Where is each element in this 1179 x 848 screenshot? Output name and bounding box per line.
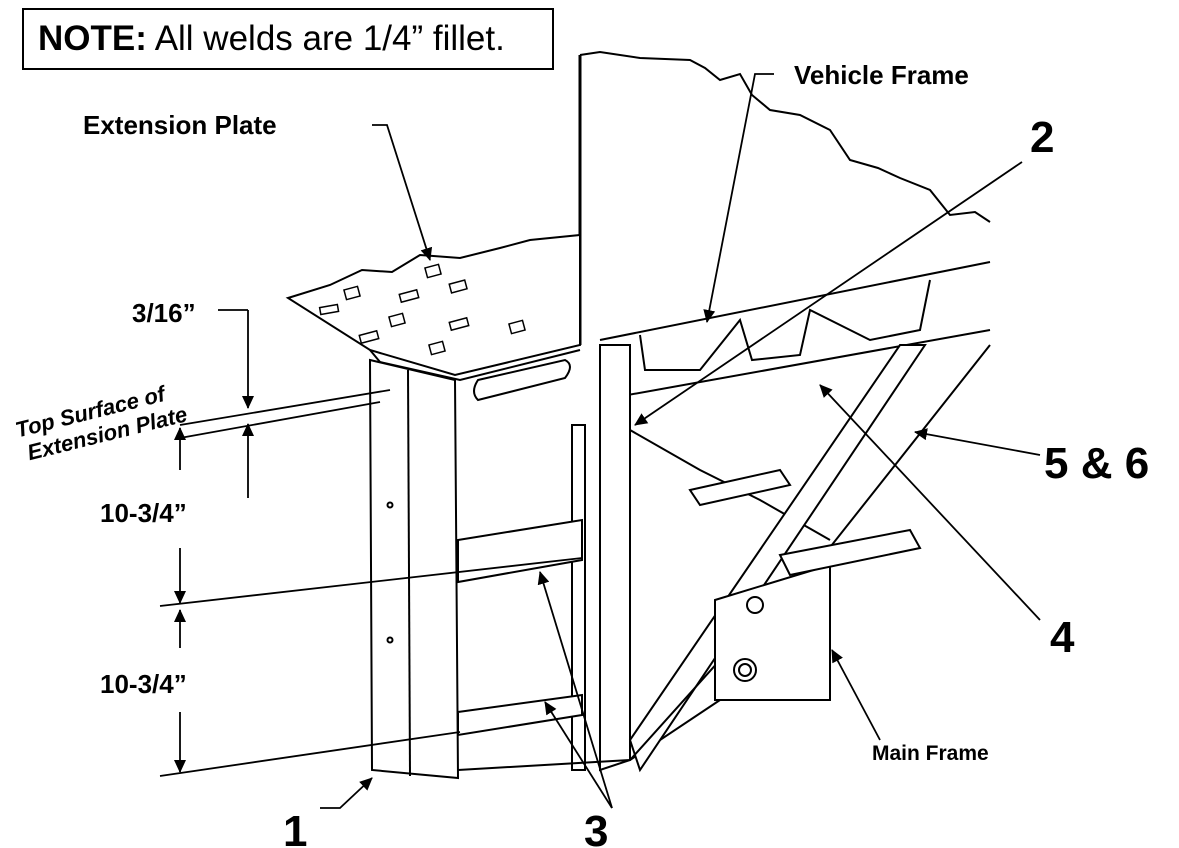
main-frame-bracket [714,563,831,701]
main-frame-flange [778,528,922,577]
top-surface-ref-line-1 [179,389,391,426]
weld-note-box: NOTE: All welds are 1/4” fillet. [22,8,554,70]
callout-1-leader [320,777,373,809]
plate-treads [318,263,526,356]
callout-2: 2 [1030,113,1054,162]
main-frame-leader [831,649,881,741]
vehicle-frame-side-line [599,261,991,341]
callout-3-leader-a [537,571,613,809]
extension-plate-leader [372,124,433,261]
callout-4-leader [819,384,1041,621]
post-bolt-hole-upper [386,501,394,509]
post-bolt-hole-lower [386,636,394,644]
top-surface-ref-line-2 [179,401,381,439]
frame-drawing [285,50,991,780]
center-vertical-post [571,424,586,771]
note-label: NOTE: [38,19,147,58]
rod [473,358,571,402]
callout-1: 1 [283,807,307,848]
extension-plate-label: Extension Plate [83,110,277,140]
dim-upper-label: 10-3/4” [100,498,187,528]
right-vertical-post [599,344,631,772]
callout-5-6-leader [914,428,1041,456]
lower-crossbar [457,693,583,737]
frame-plate-mid [688,468,792,507]
dimension-lines [159,309,583,777]
main-frame-hole [733,658,757,682]
diagonal-brace [628,344,927,773]
dim-lower-label: 10-3/4” [100,669,187,699]
main-frame-hole-inner [738,663,752,677]
vehicle-frame-outline [579,50,991,223]
vertical-post [368,358,460,780]
note-text: All welds are 1/4” fillet. [154,19,505,58]
upper-crossbar [457,518,583,584]
text-labels: Extension Plate Vehicle Frame Main Frame… [13,60,1149,848]
callout-3: 3 [584,807,608,848]
leader-lines [320,73,1041,809]
callout-3-leader-b [544,701,613,809]
frame-hole-upper [746,596,764,614]
callout-5-6: 5 & 6 [1044,439,1149,488]
vehicle-frame-leader [703,73,774,323]
callout-2-leader [634,161,1023,426]
bottom-ref-line [159,731,461,777]
main-frame-label: Main Frame [872,742,989,765]
vehicle-frame-bottom-line [599,329,991,401]
vehicle-frame-label: Vehicle Frame [794,60,969,90]
frame-cross-members [639,279,931,371]
callout-4: 4 [1050,613,1075,662]
vertical-post-inner-edge [407,369,411,777]
dim-3-16-label: 3/16” [132,298,196,328]
mid-ref-line [159,557,583,607]
